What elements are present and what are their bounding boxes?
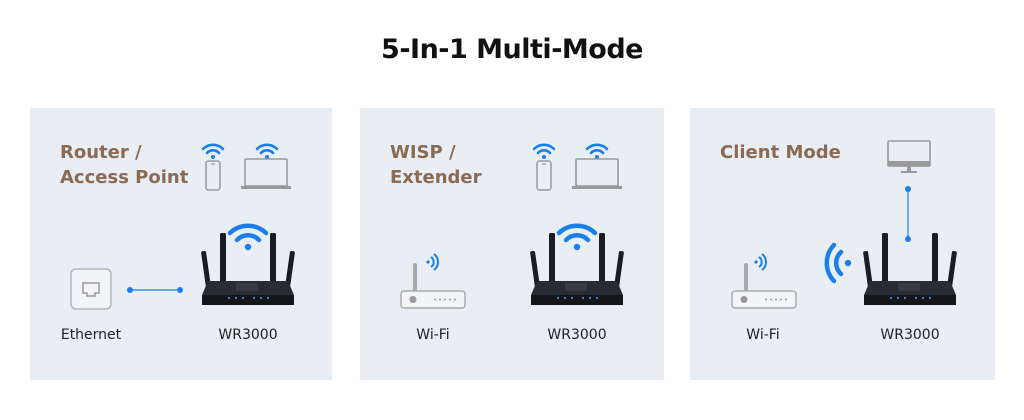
page-title: 5-In-1 Multi-Mode <box>381 34 643 65</box>
monitor-icon <box>887 140 931 173</box>
wifi-icon <box>585 143 609 161</box>
wifi-icon <box>532 143 556 161</box>
wireless-waves-icon <box>425 253 439 271</box>
router-wr3000-image <box>200 233 296 305</box>
connection-line <box>126 286 184 294</box>
mode-title: Client Mode <box>720 140 841 165</box>
router-label: WR3000 <box>880 327 940 343</box>
laptop-icon <box>240 158 292 190</box>
wifi-icon <box>201 143 225 161</box>
mode-title: WISP / Extender <box>390 140 482 190</box>
wifi-signal-icon <box>822 245 852 281</box>
router-label: WR3000 <box>547 327 607 343</box>
mode-title-line: Client Mode <box>720 142 841 163</box>
mode-title-line: Access Point <box>60 167 189 188</box>
mode-panel-client-mode: Client Mode Wi-Fi WR3000 <box>690 108 995 380</box>
mode-title-line: Router / <box>60 142 142 163</box>
phone-icon <box>536 160 552 191</box>
ethernet-port-icon <box>70 268 112 310</box>
wifi-icon <box>255 143 279 161</box>
wireless-waves-icon <box>753 253 767 271</box>
router-wr3000-image <box>862 233 958 305</box>
router-wr3000-image <box>529 233 625 305</box>
ethernet-label: Ethernet <box>60 327 122 343</box>
wifi-label: Wi-Fi <box>746 327 780 343</box>
mode-title-line: Extender <box>390 167 482 188</box>
mode-title-line: WISP / <box>390 142 456 163</box>
router-label: WR3000 <box>218 327 278 343</box>
mode-panel-router-access-point: Router / Access Point Ethernet WR3000 <box>30 108 332 380</box>
phone-icon <box>205 160 221 191</box>
mode-panel-wisp-extender: WISP / Extender Wi-Fi WR3000 <box>360 108 664 380</box>
mode-title: Router / Access Point <box>60 140 188 190</box>
connection-line <box>904 185 912 243</box>
wifi-label: Wi-Fi <box>416 327 450 343</box>
laptop-icon <box>571 158 623 190</box>
